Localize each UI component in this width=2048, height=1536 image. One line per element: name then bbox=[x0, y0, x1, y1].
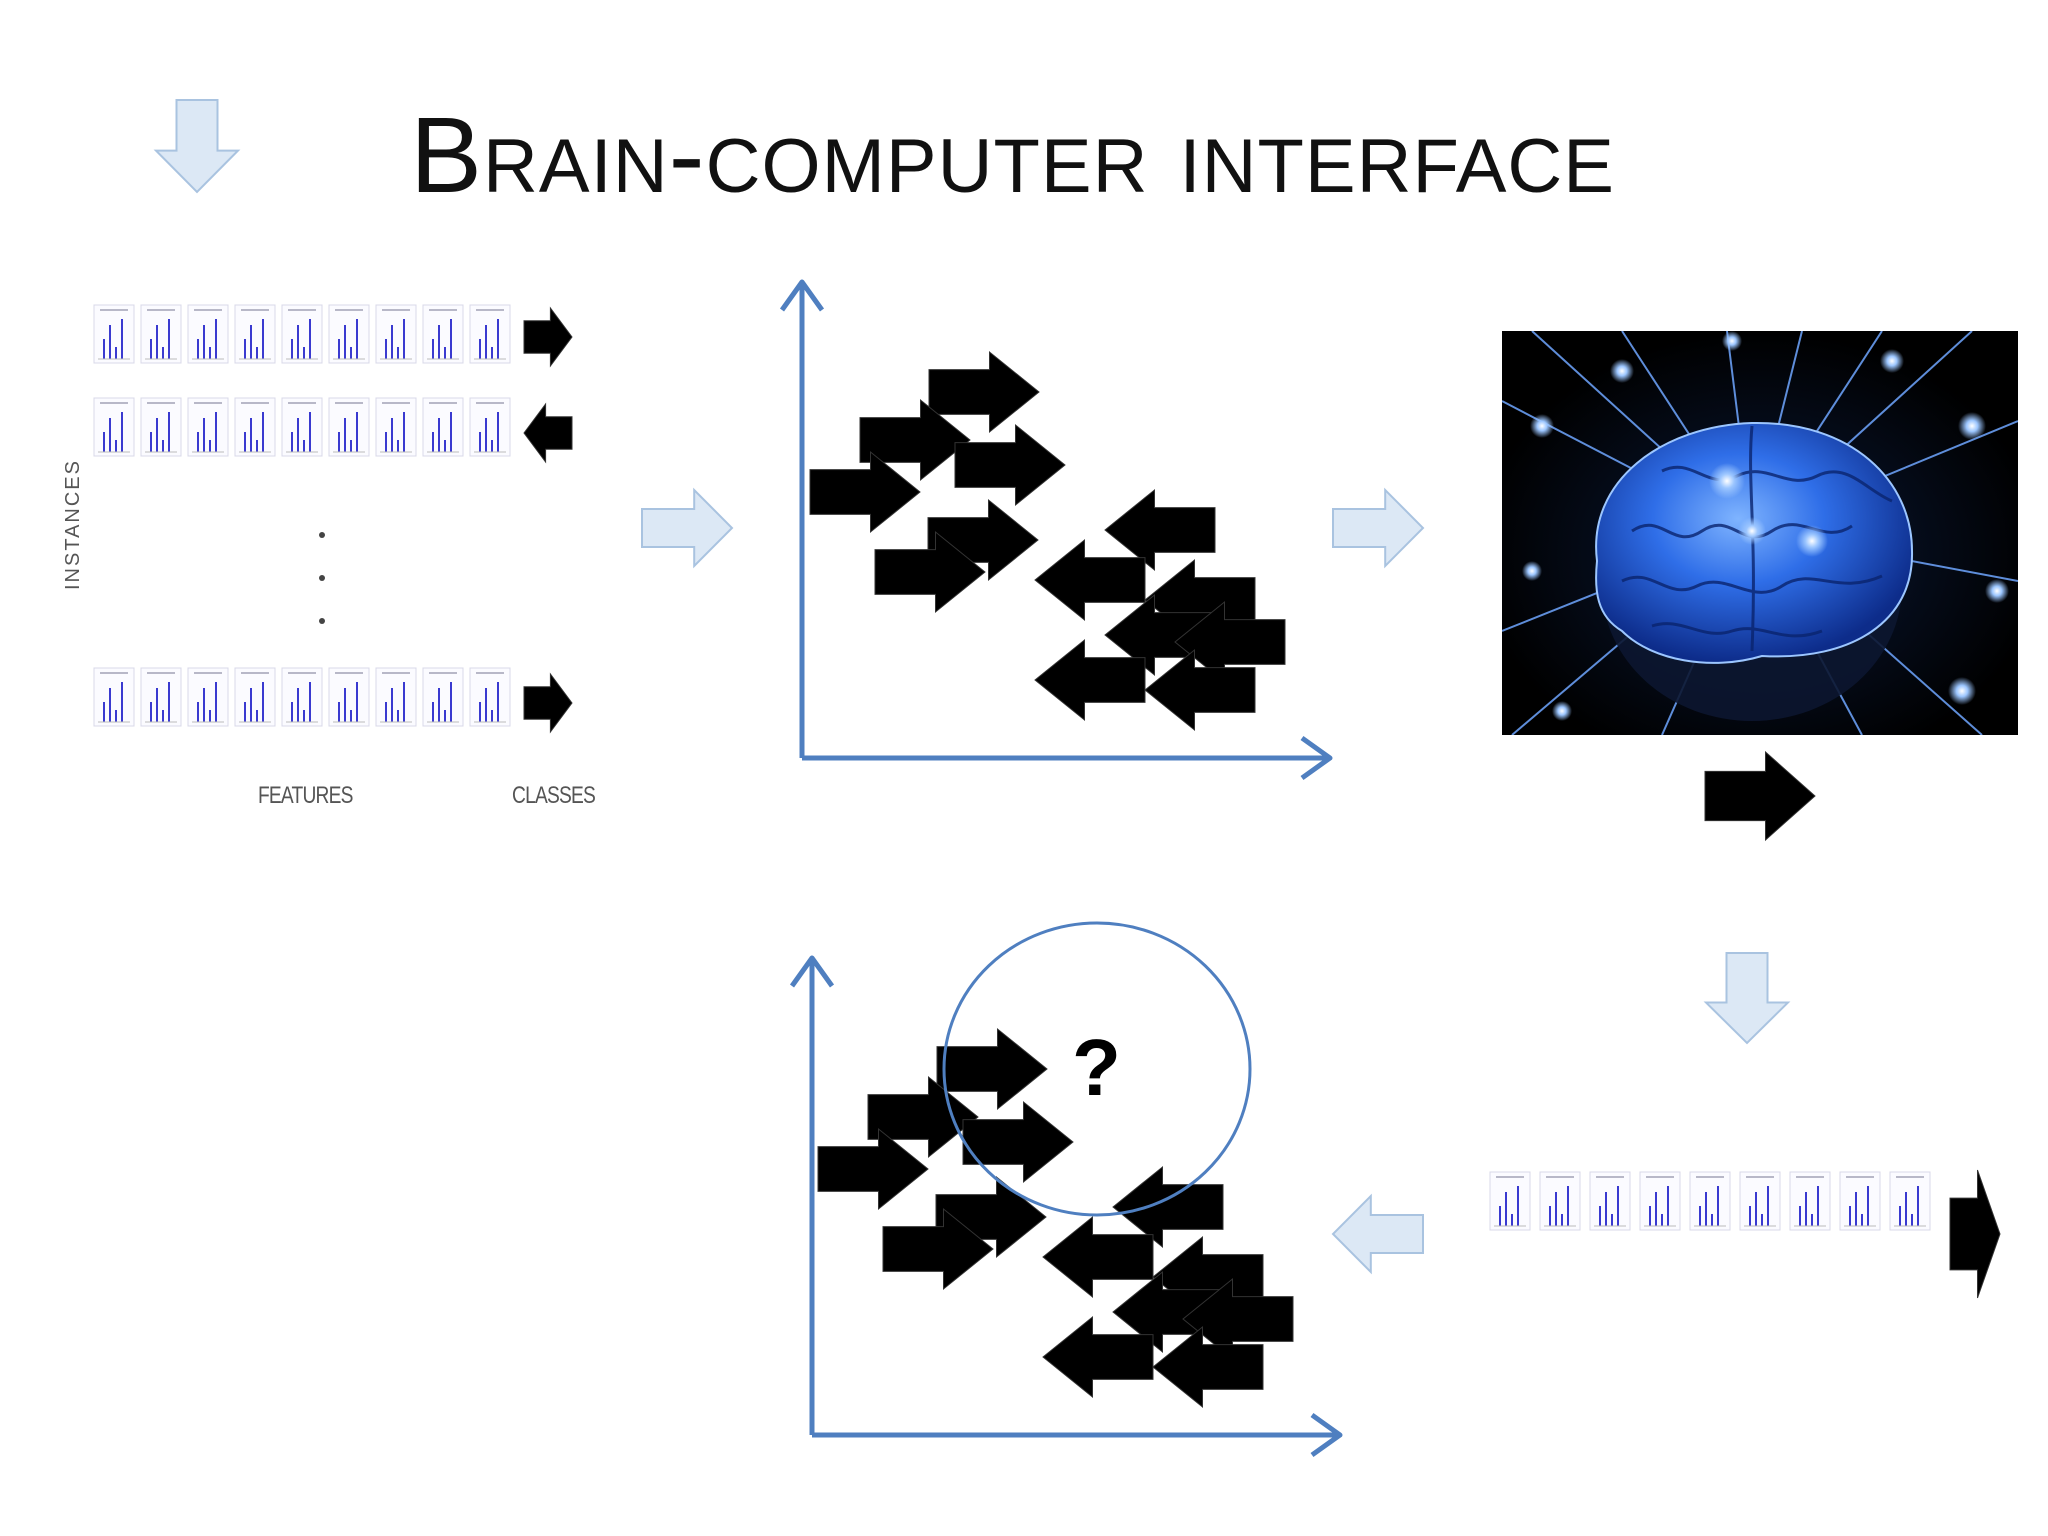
bottom-scatter-class-arrow-left bbox=[1042, 1315, 1154, 1399]
dataset-row-1-cell bbox=[234, 304, 276, 364]
new-instance-arrow bbox=[1949, 1169, 2001, 1299]
features-label: FEATURES bbox=[258, 782, 353, 809]
bottom-scatter-class-arrow-left bbox=[1112, 1165, 1224, 1249]
top-scatter-class-arrow-right bbox=[954, 423, 1066, 507]
dataset-row-3-cell bbox=[375, 667, 417, 727]
dataset-row-1-cell bbox=[328, 304, 370, 364]
bottom-scatter-x-arrowhead bbox=[1310, 1412, 1343, 1458]
dataset-row-1-cell bbox=[93, 304, 135, 364]
dataset-row-1-cell bbox=[187, 304, 229, 364]
dataset-row-1-cell bbox=[140, 304, 182, 364]
bottom-scatter-y-arrowhead bbox=[789, 955, 835, 988]
new-instance-row-cell bbox=[1839, 1171, 1881, 1231]
dataset-row-2-cell bbox=[422, 397, 464, 457]
brain-image bbox=[1502, 331, 2018, 735]
dataset-row-3-cell bbox=[469, 667, 511, 727]
bottom-scatter-class-arrow-right bbox=[962, 1100, 1074, 1184]
ellipsis-dot bbox=[319, 575, 325, 581]
new-instance-row-cell bbox=[1539, 1171, 1581, 1231]
flow-arrow-right-2 bbox=[1332, 487, 1425, 569]
top-scatter-y-arrowhead bbox=[779, 279, 825, 312]
new-instance-row-cell bbox=[1789, 1171, 1831, 1231]
dataset-row-2-cell bbox=[140, 397, 182, 457]
new-instance-row-cell bbox=[1589, 1171, 1631, 1231]
flow-arrow-down-right bbox=[1703, 952, 1791, 1045]
query-symbol: ? bbox=[1072, 1023, 1121, 1112]
dataset-row-3-cell bbox=[281, 667, 323, 727]
dataset-row-1-cell bbox=[375, 304, 417, 364]
dataset-row-3-cell bbox=[422, 667, 464, 727]
brain-illustration bbox=[1502, 331, 2018, 735]
flow-arrow-down-topleft bbox=[153, 99, 241, 194]
flow-arrow-right-1 bbox=[641, 487, 734, 569]
dataset-row-3-cell bbox=[328, 667, 370, 727]
dataset-row-2-cell bbox=[187, 397, 229, 457]
dataset-row-1-cell bbox=[469, 304, 511, 364]
new-instance-row-cell bbox=[1639, 1171, 1681, 1231]
top-scatter-class-arrow-left bbox=[1034, 638, 1146, 722]
ellipsis-dot bbox=[319, 532, 325, 538]
dataset-row-3-cell bbox=[234, 667, 276, 727]
new-instance-row-cell bbox=[1739, 1171, 1781, 1231]
dataset-row-3-cell bbox=[187, 667, 229, 727]
bottom-scatter-class-arrow-left bbox=[1152, 1325, 1264, 1409]
new-instance-row-cell bbox=[1889, 1171, 1931, 1231]
classes-label: CLASSES bbox=[512, 782, 596, 809]
bottom-scatter-class-arrow-right bbox=[817, 1127, 929, 1211]
dataset-row-1-cell bbox=[281, 304, 323, 364]
dataset-row-2-cell bbox=[93, 397, 135, 457]
bottom-scatter-class-arrow-left bbox=[1182, 1277, 1294, 1361]
ellipsis-dot bbox=[319, 618, 325, 624]
dataset-row-3-cell bbox=[93, 667, 135, 727]
class-arrow-row-3 bbox=[523, 672, 573, 734]
class-arrow-row-2 bbox=[523, 402, 573, 464]
top-scatter-x-arrowhead bbox=[1300, 735, 1333, 781]
class-arrow-row-1 bbox=[523, 306, 573, 368]
slide-title: Brain-computer interface bbox=[410, 94, 1615, 215]
bottom-scatter-class-arrow-left bbox=[1042, 1215, 1154, 1299]
new-instance-row-cell bbox=[1689, 1171, 1731, 1231]
bottom-scatter-class-arrow-right bbox=[882, 1207, 994, 1291]
query-circle bbox=[942, 921, 1252, 1217]
dataset-row-2-cell bbox=[375, 397, 417, 457]
dataset-row-2-cell bbox=[281, 397, 323, 457]
top-scatter-class-arrow-left bbox=[1144, 648, 1256, 732]
flow-arrow-left bbox=[1331, 1193, 1424, 1275]
dataset-row-2-cell bbox=[328, 397, 370, 457]
top-scatter-class-arrow-left bbox=[1174, 600, 1286, 684]
brain-output-arrow bbox=[1704, 750, 1816, 842]
top-scatter-class-arrow-right bbox=[874, 530, 986, 614]
dataset-row-2-cell bbox=[234, 397, 276, 457]
new-instance-row-cell bbox=[1489, 1171, 1531, 1231]
top-scatter-class-arrow-left bbox=[1034, 538, 1146, 622]
top-scatter-class-arrow-right bbox=[809, 450, 921, 534]
dataset-row-3-cell bbox=[140, 667, 182, 727]
dataset-row-2-cell bbox=[469, 397, 511, 457]
top-scatter-class-arrow-left bbox=[1104, 488, 1216, 572]
dataset-row-1-cell bbox=[422, 304, 464, 364]
